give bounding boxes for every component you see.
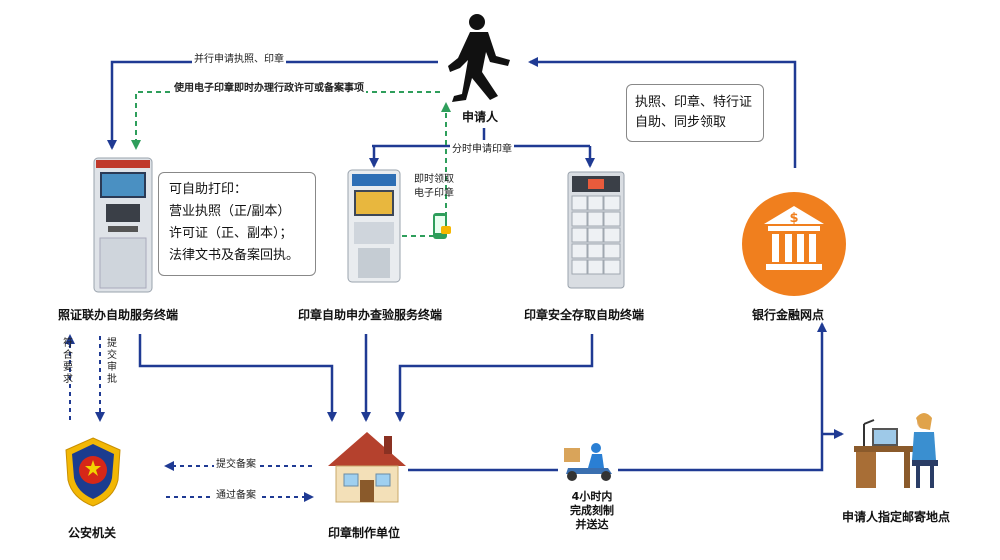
arrow-storage-to-maker [395, 334, 594, 422]
arrow-apply-license [107, 60, 438, 150]
bank-box-line2: 自助、同步领取 [635, 115, 727, 130]
phone-icon [430, 212, 452, 242]
mail-address-label: 申请人指定邮寄地点 [842, 510, 951, 524]
edge-label-pass-filing: 通过备案 [214, 486, 258, 501]
house-icon [326, 428, 408, 504]
kiosk-seal-apply-icon [346, 168, 402, 284]
bank-label: 银行金融网点 [752, 308, 825, 322]
edge-label-meets-req: 符合要求 [63, 338, 73, 385]
delivery-label-3: 并送达 [575, 518, 609, 531]
bank-icon: $ [740, 190, 848, 298]
police-label: 公安机关 [68, 526, 117, 540]
applicant-label: 申请人 [462, 110, 499, 124]
bank-box-line1: 执照、印章、特行证 [635, 95, 753, 110]
police-badge-icon [62, 436, 124, 508]
seal-storage-terminal-label: 印章安全存取自助终端 [524, 308, 645, 322]
seal-apply-terminal-label: 印章自助申办查验服务终端 [298, 308, 443, 322]
locker-storage-icon [566, 170, 626, 290]
edge-label-submit-filing: 提交备案 [214, 455, 258, 470]
delivery-label-2: 完成刻制 [570, 504, 614, 517]
arrow-print-to-maker [138, 334, 337, 422]
arrow-delivery [408, 322, 827, 472]
edge-label-use-e-seal: 使用电子印章即时办理行政许可或备案事项 [172, 79, 366, 94]
person-at-desk-icon [850, 404, 946, 490]
edge-label-timed-apply: 分时申请印章 [450, 140, 514, 155]
kiosk-print-terminal-icon [92, 156, 154, 294]
edge-label-apply-license: 并行申请执照、印章 [192, 50, 286, 65]
arrow-use-e-seal [131, 91, 440, 150]
print-box-line2: 许可证（正、副本）； [169, 226, 293, 241]
delivery-label-1: 4小时内 [571, 490, 613, 503]
arrow-bank-to-applicant [528, 57, 797, 168]
print-capabilities-box: 可自助打印： 营业执照（正/副本） 许可证（正、副本）； 法律文书及备案回执。 [158, 172, 316, 276]
edge-label-instant-e-seal-2: 电子印章 [414, 188, 454, 199]
svg-text:$: $ [789, 211, 798, 226]
print-box-line3: 法律文书及备案回执。 [169, 248, 300, 263]
print-terminal-label: 照证联办自助服务终端 [58, 308, 179, 322]
seal-maker-label: 印章制作单位 [328, 526, 401, 540]
print-box-line1: 营业执照（正/副本） [169, 204, 291, 219]
bank-pickup-box: 执照、印章、特行证 自助、同步领取 [626, 84, 764, 142]
print-box-title: 可自助打印： [169, 182, 248, 197]
edge-label-submit-review: 提交审批 [107, 338, 117, 385]
delivery-scooter-icon [558, 438, 618, 482]
edge-label-instant-e-seal-1: 即时领取 [414, 174, 454, 185]
